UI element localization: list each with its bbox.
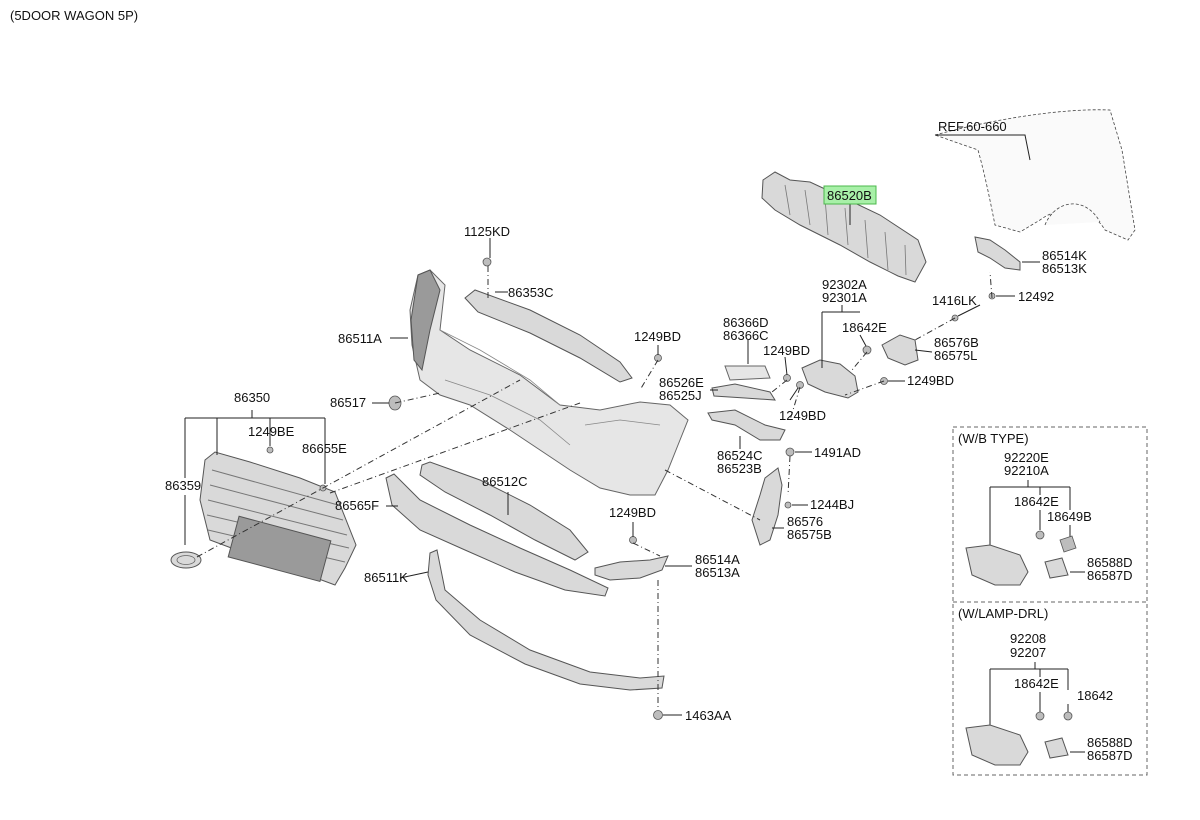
assembly-lines	[196, 266, 993, 710]
energy-absorber-ribs	[784, 184, 907, 276]
label-86526e[interactable]: 86526E	[659, 375, 704, 390]
inset-1-label-2[interactable]: 92210A	[1004, 463, 1049, 478]
label-1249bd-e[interactable]: 1249BD	[609, 505, 656, 520]
label-86353c[interactable]: 86353C	[508, 285, 554, 300]
label-92301a[interactable]: 92301A	[822, 290, 867, 305]
label-86523b[interactable]: 86523B	[717, 461, 762, 476]
label-1249bd-b[interactable]: 1249BD	[763, 343, 810, 358]
label-1491ad[interactable]: 1491AD	[814, 445, 861, 460]
label-86517[interactable]: 86517	[330, 395, 366, 410]
inset-2-label-2[interactable]: 92207	[1010, 645, 1046, 660]
label-ref[interactable]: REF.60-660	[938, 119, 1007, 134]
label-86575b[interactable]: 86575B	[787, 527, 832, 542]
sensor-box-part	[724, 365, 771, 381]
label-18642e-a[interactable]: 18642E	[842, 320, 887, 335]
inset-1-label-3[interactable]: 18642E	[1014, 494, 1059, 509]
inset-2-lamp	[965, 724, 1029, 766]
inset-1-bolt-a	[1035, 530, 1045, 540]
bracket-86576b-part	[881, 334, 919, 366]
bumper-cover-part	[409, 269, 689, 496]
label-1125kd[interactable]: 1125KD	[464, 224, 510, 239]
label-86511a[interactable]: 86511A	[338, 331, 382, 346]
emblem-inner	[176, 555, 196, 565]
side-garnish-part	[751, 467, 783, 546]
label-86524c[interactable]: 86524C	[717, 448, 763, 463]
label-86350[interactable]: 86350	[234, 390, 270, 405]
bolt-1249be	[266, 446, 274, 454]
label-86520b[interactable]: 86520B	[827, 188, 872, 203]
label-1416lk[interactable]: 1416LK	[932, 293, 977, 308]
emblem-part	[170, 551, 202, 569]
label-86366c[interactable]: 86366C	[723, 328, 769, 343]
inset-1-leaders	[989, 480, 1085, 573]
label-12492[interactable]: 12492	[1018, 289, 1054, 304]
label-86576[interactable]: 86576	[787, 514, 823, 529]
label-86525j[interactable]: 86525J	[659, 388, 702, 403]
label-1249bd-c[interactable]: 1249BD	[907, 373, 954, 388]
bumper-lip-part	[427, 549, 665, 691]
inset-1-lamp	[965, 544, 1029, 586]
bolt-1463aa	[653, 710, 663, 720]
inset-2-bolt-a	[1035, 711, 1045, 721]
inset-1-label-6[interactable]: 86587D	[1087, 568, 1133, 583]
inset-1-socket	[1059, 535, 1077, 553]
bracket-86526e-part	[711, 383, 776, 401]
inset-1-label-1[interactable]: 92220E	[1004, 450, 1049, 465]
inset-2-label-1[interactable]: 92208	[1010, 631, 1046, 646]
label-86511k[interactable]: 86511K	[364, 570, 408, 585]
label-86513k[interactable]: 86513K	[1042, 261, 1087, 276]
label-86576b[interactable]: 86576B	[934, 335, 979, 350]
label-92302a[interactable]: 92302A	[822, 277, 867, 292]
inset-2-title: (W/LAMP-DRL)	[958, 606, 1048, 621]
leader-lines	[184, 134, 1040, 716]
skid-plate-part	[385, 473, 609, 597]
label-86655e[interactable]: 86655E	[302, 441, 347, 456]
label-1463aa[interactable]: 1463AA	[685, 708, 732, 723]
bumper-cover-edge	[410, 269, 441, 372]
label-86565f[interactable]: 86565F	[335, 498, 379, 513]
bolt-1125kd	[482, 257, 492, 267]
label-1249bd-a[interactable]: 1249BD	[634, 329, 681, 344]
fog-lamp-part	[801, 359, 859, 399]
inset-2-bolt-b	[1063, 711, 1073, 721]
retainer-rail-part	[464, 289, 633, 383]
label-1244bj[interactable]: 1244BJ	[810, 497, 854, 512]
fender-inner-line	[1044, 203, 1101, 226]
inset-2-label-4[interactable]: 18642	[1077, 688, 1113, 703]
inset-1-bracket	[1044, 557, 1069, 579]
inset-2-bracket	[1044, 737, 1069, 759]
lower-cover-a-part	[594, 555, 669, 581]
inset-1-label-5[interactable]: 86588D	[1087, 555, 1133, 570]
label-86359[interactable]: 86359	[165, 478, 201, 493]
label-1249be[interactable]: 1249BE	[248, 424, 295, 439]
inset-2-leaders	[989, 662, 1085, 753]
bumper-cover-inner	[439, 329, 661, 446]
label-86520b-highlight	[823, 185, 877, 205]
inset-2-label-3[interactable]: 18642E	[1014, 676, 1059, 691]
diagram-title: (5DOOR WAGON 5P)	[10, 8, 138, 23]
side-bracket-k-part	[974, 236, 1021, 271]
lower-grille-part	[419, 461, 589, 561]
bolt-1491ad	[785, 447, 795, 457]
energy-absorber-part	[761, 171, 927, 283]
label-86366d[interactable]: 86366D	[723, 315, 769, 330]
label-86512c[interactable]: 86512C	[482, 474, 528, 489]
label-86514k[interactable]: 86514K	[1042, 248, 1087, 263]
label-86575l[interactable]: 86575L	[934, 348, 977, 363]
inset-1-label-4[interactable]: 18649B	[1047, 509, 1092, 524]
bezel-86524c-part	[707, 409, 786, 441]
label-86514a[interactable]: 86514A	[695, 552, 740, 567]
inset-1-title: (W/B TYPE)	[958, 431, 1029, 446]
label-86513a[interactable]: 86513A	[695, 565, 740, 580]
bolt-1244bj	[784, 501, 792, 509]
grille-bars	[206, 469, 350, 563]
inset-2-label-6[interactable]: 86587D	[1087, 748, 1133, 763]
inset-frame	[952, 426, 1148, 776]
label-1249bd-d[interactable]: 1249BD	[779, 408, 826, 423]
bolt-18642e-a	[862, 345, 872, 355]
inset-2-label-5[interactable]: 86588D	[1087, 735, 1133, 750]
bolt-1249bd-e	[629, 536, 637, 544]
